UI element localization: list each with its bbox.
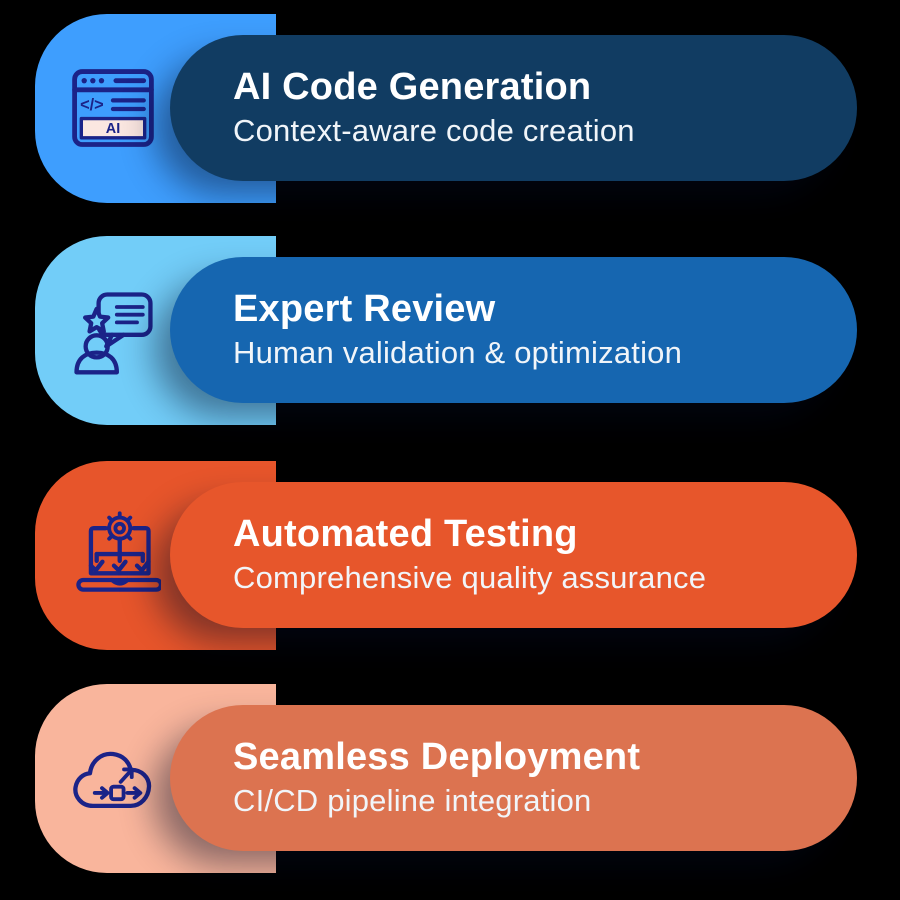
step-title: Seamless Deployment xyxy=(233,736,641,779)
step-card: Automated Testing Comprehensive quality … xyxy=(170,482,857,628)
step-row-ai-code-generation: </> AI AI Code Generation Context-aware … xyxy=(35,14,857,203)
laptop-testing-icon xyxy=(76,510,161,592)
step-card: Expert Review Human validation & optimiz… xyxy=(170,257,857,403)
step-subtitle: Comprehensive quality assurance xyxy=(233,560,707,596)
step-row-seamless-deployment: Seamless Deployment CI/CD pipeline integ… xyxy=(35,684,857,873)
ai-badge xyxy=(79,116,147,139)
step-title: AI Code Generation xyxy=(233,66,592,109)
gear-icon xyxy=(102,510,137,545)
deploy-arrows-icon xyxy=(92,766,143,800)
code-glyph: </> xyxy=(80,95,104,113)
step-row-expert-review: Expert Review Human validation & optimiz… xyxy=(35,236,857,425)
star-icon xyxy=(83,306,111,334)
cloud-deploy-icon xyxy=(73,751,152,808)
browser-ai-icon: </> AI xyxy=(72,68,154,147)
step-title: Automated Testing xyxy=(233,513,578,556)
ai-badge-label: AI xyxy=(106,121,120,137)
step-title: Expert Review xyxy=(233,288,496,331)
person-review-icon xyxy=(74,291,153,374)
step-subtitle: CI/CD pipeline integration xyxy=(233,783,592,819)
step-card: Seamless Deployment CI/CD pipeline integ… xyxy=(170,705,857,851)
step-card: AI Code Generation Context-aware code cr… xyxy=(170,35,857,181)
step-subtitle: Human validation & optimization xyxy=(233,335,683,371)
step-subtitle: Context-aware code creation xyxy=(233,113,635,149)
step-row-automated-testing: Automated Testing Comprehensive quality … xyxy=(35,461,857,650)
